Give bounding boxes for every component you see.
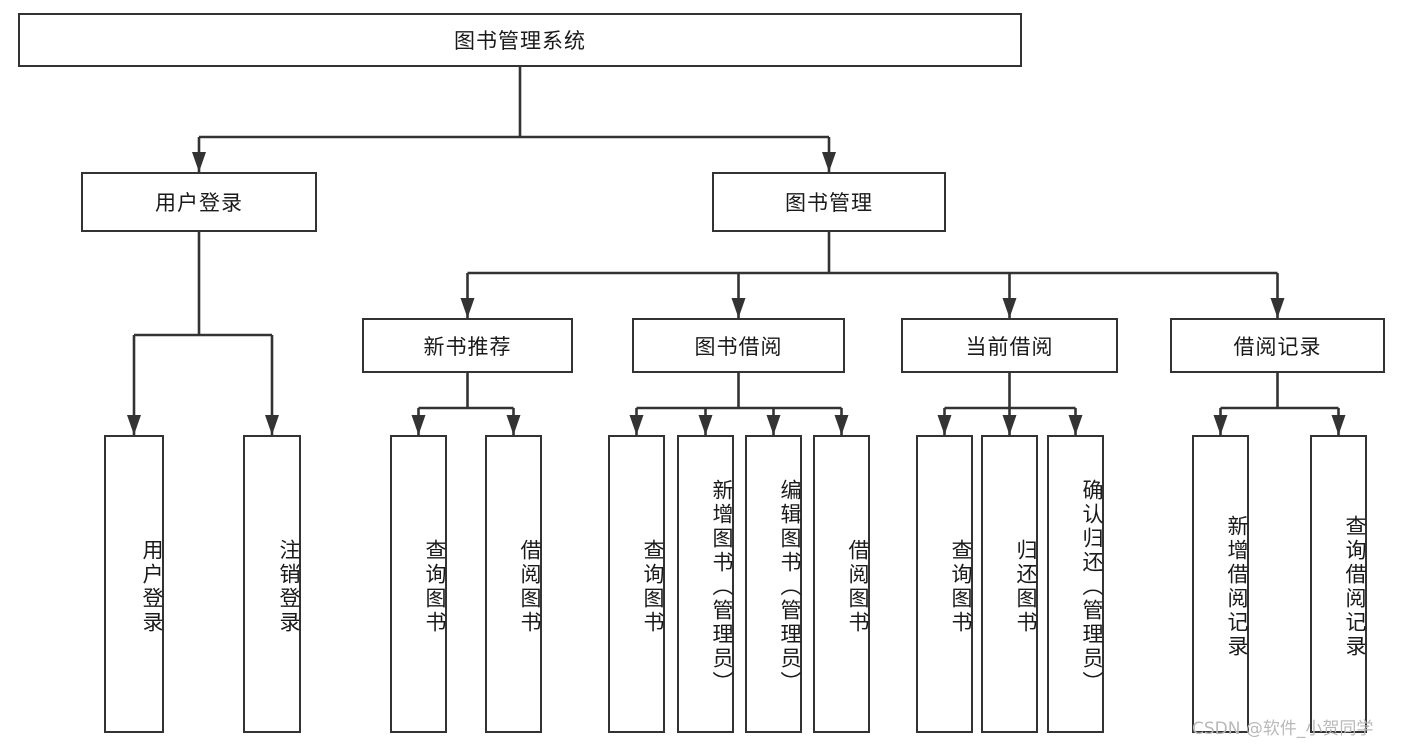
arrow-head bbox=[192, 152, 206, 172]
node-leaf-user-logout[interactable]: 注销登录 bbox=[243, 435, 301, 733]
node-newbook[interactable]: 新书推荐 bbox=[362, 318, 573, 373]
arrow-head bbox=[1270, 298, 1285, 318]
node-current[interactable]: 当前借阅 bbox=[901, 318, 1118, 373]
node-label: 当前借阅 bbox=[965, 334, 1054, 359]
node-label: 图书借阅 bbox=[694, 334, 783, 359]
node-leaf-c-query[interactable]: 查询图书 bbox=[916, 435, 973, 733]
arrow-head bbox=[265, 415, 279, 435]
node-label: 新书推荐 bbox=[423, 334, 512, 359]
node-label: 归还图书 bbox=[1014, 539, 1038, 635]
node-leaf-c-return[interactable]: 归还图书 bbox=[981, 435, 1038, 733]
arrow-head bbox=[460, 298, 475, 318]
node-label: 借阅记录 bbox=[1233, 334, 1322, 359]
node-leaf-new-query[interactable]: 查询图书 bbox=[390, 435, 447, 733]
node-label: 借阅图书 bbox=[518, 539, 542, 635]
arrow-head bbox=[1002, 415, 1017, 435]
node-leaf-r-query[interactable]: 查询借阅记录 bbox=[1310, 435, 1367, 733]
node-label: 图书管理 bbox=[785, 191, 873, 215]
node-leaf-c-confirm[interactable]: 确认归还（管理员） bbox=[1047, 435, 1104, 733]
node-label: 确认归还（管理员） bbox=[1080, 479, 1104, 695]
arrow-head bbox=[411, 415, 426, 435]
node-leaf-b-borrow[interactable]: 借阅图书 bbox=[813, 435, 870, 733]
arrow-head bbox=[1213, 415, 1228, 435]
arrow-head bbox=[506, 415, 521, 435]
node-bookmgmt[interactable]: 图书管理 bbox=[712, 172, 946, 232]
arrow-head bbox=[698, 415, 713, 435]
node-label: 查询图书 bbox=[423, 539, 447, 635]
arrow-head bbox=[834, 415, 849, 435]
arrow-head bbox=[731, 298, 746, 318]
node-login[interactable]: 用户登录 bbox=[81, 172, 317, 232]
node-label: 注销登录 bbox=[277, 539, 301, 635]
arrow-head bbox=[766, 415, 781, 435]
node-records[interactable]: 借阅记录 bbox=[1170, 318, 1385, 373]
arrow-head bbox=[1068, 415, 1083, 435]
node-leaf-b-query[interactable]: 查询图书 bbox=[608, 435, 665, 733]
node-root[interactable]: 图书管理系统 bbox=[18, 13, 1022, 67]
node-label: 查询图书 bbox=[641, 539, 665, 635]
node-label: 查询图书 bbox=[949, 539, 973, 635]
arrow-head bbox=[1331, 415, 1346, 435]
node-leaf-user-login[interactable]: 用户登录 bbox=[104, 435, 164, 733]
node-label: 新增借阅记录 bbox=[1225, 515, 1249, 659]
node-leaf-b-add[interactable]: 新增图书（管理员） bbox=[677, 435, 734, 733]
node-label: 查询借阅记录 bbox=[1343, 515, 1367, 659]
node-leaf-b-edit[interactable]: 编辑图书（管理员） bbox=[745, 435, 802, 733]
arrow-head bbox=[1002, 298, 1017, 318]
arrow-head bbox=[629, 415, 644, 435]
arrow-head bbox=[937, 415, 952, 435]
node-leaf-r-add[interactable]: 新增借阅记录 bbox=[1192, 435, 1249, 733]
node-label: 用户登录 bbox=[140, 539, 164, 635]
node-label: 新增图书（管理员） bbox=[710, 479, 734, 695]
node-label: 编辑图书（管理员） bbox=[778, 479, 802, 695]
arrow-head bbox=[127, 415, 141, 435]
node-label: 借阅图书 bbox=[846, 539, 870, 635]
node-borrow[interactable]: 图书借阅 bbox=[632, 318, 845, 373]
arrow-head bbox=[822, 152, 836, 172]
node-label: 图书管理系统 bbox=[454, 29, 586, 53]
node-label: 用户登录 bbox=[155, 191, 243, 215]
node-leaf-new-borrow[interactable]: 借阅图书 bbox=[485, 435, 542, 733]
